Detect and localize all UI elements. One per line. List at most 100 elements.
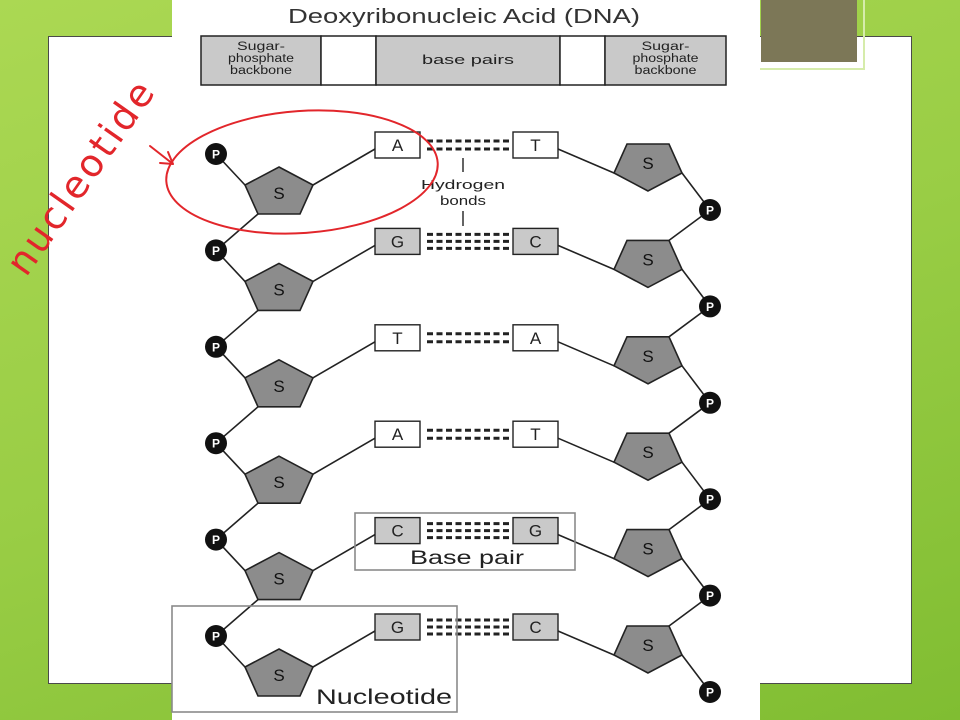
backbone-bond (557, 630, 615, 656)
phosphate-circle (699, 199, 721, 221)
sugar-left: S (243, 358, 315, 408)
backbone-bond (312, 630, 376, 668)
phosphate-circle (205, 239, 227, 262)
hydrogen-bonds-callout: Hydrogen bonds (421, 158, 505, 226)
base-left: A (374, 131, 421, 159)
base-right: A (512, 324, 559, 352)
phosphate-circle (205, 335, 227, 358)
base-box (512, 324, 559, 352)
sugar-left: S (243, 455, 315, 505)
phosphate-right: P (699, 391, 721, 414)
header-base-pairs-box (375, 35, 561, 86)
sugar-label: S (642, 250, 653, 269)
base-pair-callout: Base pair (354, 512, 576, 571)
sugar-right: S (612, 335, 684, 385)
accent-square (761, 0, 857, 62)
base-letter: C (391, 522, 403, 541)
phosphate-label: P (212, 340, 220, 354)
base-left: C (374, 516, 421, 545)
phosphate-left: P (205, 239, 227, 262)
backbone-bond (312, 437, 376, 475)
phosphate-right: P (699, 295, 721, 318)
base-box (512, 516, 559, 545)
phosphate-right: P (699, 488, 721, 511)
phosphate-left: P (205, 432, 227, 455)
base-box (374, 420, 421, 448)
phosphate-circle (699, 391, 721, 414)
base-box (374, 613, 421, 641)
header-right-backbone-line: backbone (635, 65, 697, 77)
hydrogen-bond-lines (427, 139, 509, 636)
base-box (374, 324, 421, 352)
base-pair-callout-label: Base pair (410, 548, 525, 569)
sugar-label: S (642, 540, 653, 559)
header-left-backbone-line: backbone (230, 65, 292, 77)
phosphate-label: P (212, 437, 220, 451)
phosphate-circle (205, 625, 227, 647)
sugar-pentagon (243, 551, 315, 601)
sugar-pentagon (612, 528, 684, 578)
nucleotide-callout-label: Nucleotide (316, 686, 452, 709)
backbone-bond (557, 341, 615, 367)
sugar-right: S (612, 432, 684, 482)
phosphate-right: P (699, 681, 721, 703)
base-pair-callout-box (354, 512, 576, 571)
diagram-title: Deoxyribonucleic Acid (DNA) (288, 6, 640, 28)
base-right: T (512, 131, 559, 159)
base-letter: A (392, 425, 404, 444)
backbone-bond (312, 244, 376, 283)
base-letter: G (529, 522, 542, 541)
base-letter: A (392, 136, 404, 155)
phosphate-left: P (205, 625, 227, 647)
phosphate-label: P (212, 148, 220, 162)
base-right: C (512, 613, 559, 641)
sugar-label: S (273, 377, 284, 396)
nucleotide-callout-box (171, 605, 458, 713)
sugar-pentagon (243, 455, 315, 505)
backbone-bond (557, 148, 615, 174)
backbone-bond (312, 148, 376, 186)
base-letter: A (530, 329, 542, 348)
annotation-arrow (149, 145, 174, 165)
base-letter: G (391, 618, 404, 637)
phosphate-label: P (706, 396, 714, 410)
sugar-label: S (642, 347, 653, 366)
phosphate-label: P (706, 686, 714, 700)
sugar-pentagon (612, 335, 684, 385)
sugar-left: S (243, 166, 315, 215)
annotation-text: nucleotide (0, 70, 165, 283)
sugar-label: S (273, 666, 284, 685)
phosphate-circle (699, 295, 721, 318)
sugar-label: S (273, 473, 284, 492)
base-left: A (374, 420, 421, 448)
phosphate-circle (205, 432, 227, 455)
annotation-circle (165, 109, 439, 235)
phosphate-label: P (212, 244, 220, 258)
phosphate-circle (699, 681, 721, 703)
header-left-backbone-line: phosphate (228, 53, 294, 65)
base-letter: G (391, 232, 404, 251)
hydrogen-bonds-label: Hydrogen (421, 178, 505, 192)
sugar-left: S (243, 551, 315, 601)
phosphate-label: P (706, 300, 714, 314)
sugar-right: S (612, 143, 684, 192)
header-base-pairs-label: base pairs (422, 53, 514, 67)
sugar-right: S (612, 239, 684, 289)
phosphate-label: P (706, 204, 714, 218)
backbone-bond (312, 341, 376, 379)
phosphate-circle (699, 584, 721, 607)
header-spacer-right (559, 35, 606, 86)
sugar-right: S (612, 625, 684, 674)
phosphate-right: P (699, 584, 721, 607)
base-left: T (374, 324, 421, 352)
base-letter: T (530, 136, 540, 155)
base-box (374, 227, 421, 256)
sugar-label: S (273, 280, 284, 299)
base-letter: T (530, 425, 540, 444)
phosphate-right: P (699, 199, 721, 221)
backbone-bond (312, 533, 376, 572)
sugar-pentagon (612, 239, 684, 289)
